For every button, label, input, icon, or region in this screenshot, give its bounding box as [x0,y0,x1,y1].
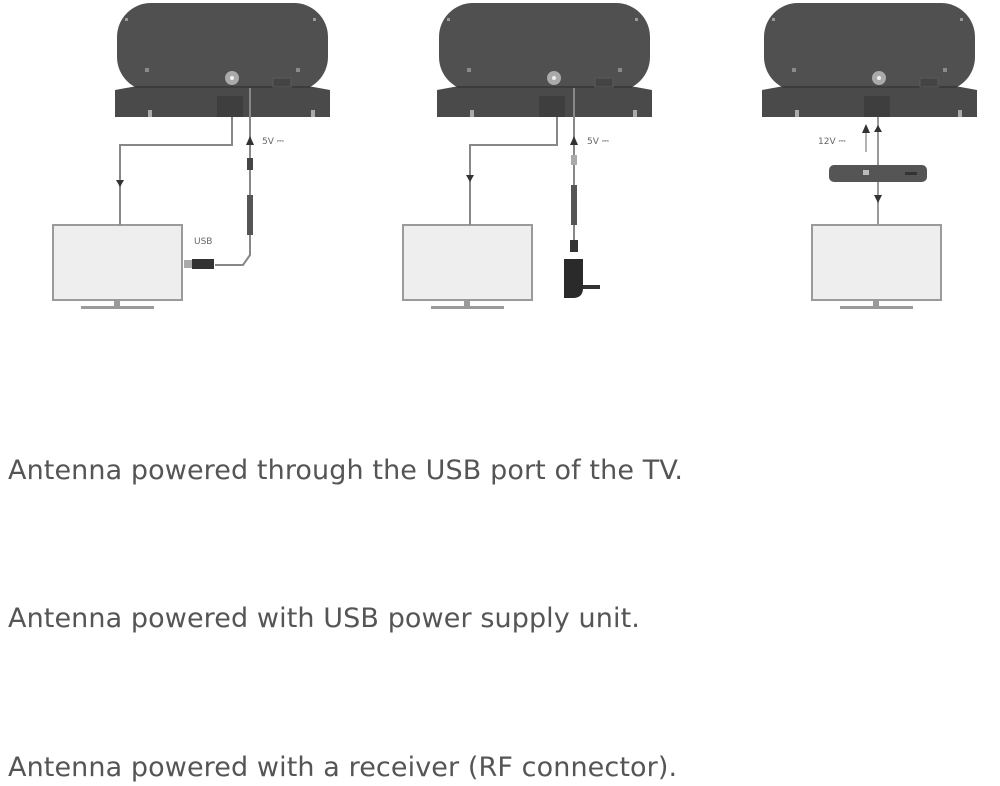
coax-cable [469,117,558,225]
receiver-icon [829,165,927,182]
antenna-icon [761,2,978,118]
antenna-icon [436,2,653,118]
coax-cable [119,117,233,225]
panel-receiver: 12V ⎓ [761,2,978,310]
power-label: 12V ⎓ [818,137,846,147]
caption-usb-tv: Antenna powered through the USB port of … [8,455,684,486]
port-label: USB [194,237,212,247]
caption-receiver: Antenna powered with a receiver (RF conn… [8,752,678,783]
power-label: 5V ⎓ [262,137,284,147]
antenna-icon [114,2,331,118]
power-label: 5V ⎓ [587,137,609,147]
tv-icon [402,224,533,310]
power-cable [215,88,251,266]
panel-usb-power-supply: 5V ⎓ [402,2,653,310]
panel-usb-tv: 5V ⎓ USB [52,2,331,310]
caption-usb-power-supply: Antenna powered with USB power supply un… [8,603,640,634]
antenna-connection-diagram: 5V ⎓ USB 5V ⎓ 12V ⎓ [52,2,978,310]
tv-icon [52,224,183,310]
tv-icon [811,224,942,310]
usb-power-adapter-icon [564,240,600,298]
